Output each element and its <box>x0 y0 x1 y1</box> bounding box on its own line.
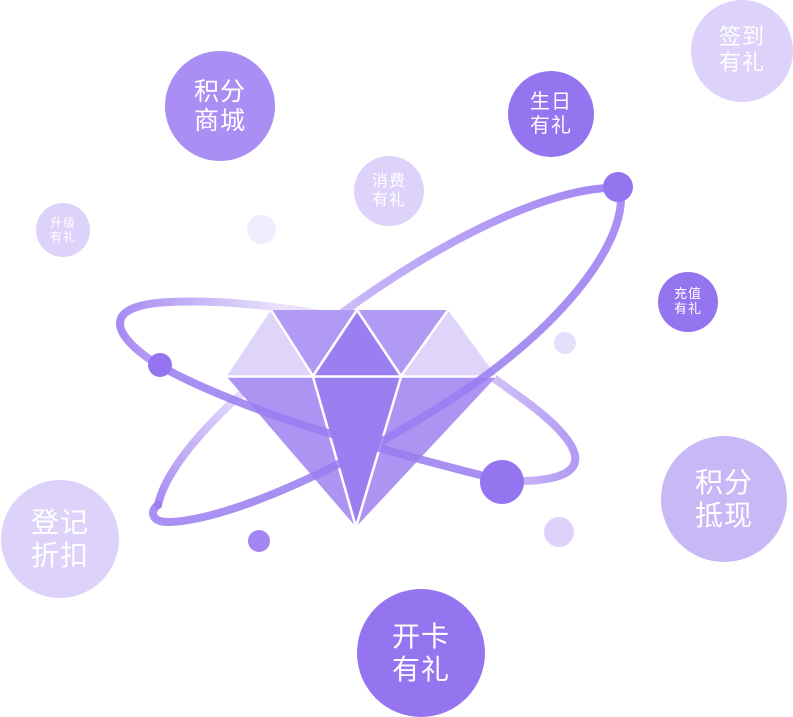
bubble-recharge-gift[interactable]: 充值 有礼 <box>658 272 718 332</box>
diamond-icon <box>227 309 496 528</box>
bubble-label-line1: 签到 <box>718 25 765 51</box>
bubble-register-discount[interactable]: 登记 折扣 <box>1 480 119 598</box>
orbit-node <box>148 353 172 377</box>
bubble-label-line1: 开卡 <box>391 619 450 653</box>
bubble-label-line1: 生日 <box>530 89 572 114</box>
decor-dot <box>544 517 574 547</box>
bubble-open-card-gift[interactable]: 开卡 有礼 <box>357 589 485 717</box>
bubble-label-line2: 有礼 <box>673 302 702 317</box>
bubble-points-mall[interactable]: 积分 商城 <box>165 51 275 161</box>
decor-dot <box>248 530 270 552</box>
bubble-label-line2: 商城 <box>193 106 246 135</box>
bubble-points-deduct[interactable]: 积分 抵现 <box>661 436 787 562</box>
bubble-birthday-gift[interactable]: 生日 有礼 <box>508 71 594 157</box>
bubble-checkin-gift[interactable]: 签到 有礼 <box>691 0 793 102</box>
bubble-label-line2: 有礼 <box>530 113 572 137</box>
bubble-label-line1: 消费 <box>371 171 406 191</box>
bubble-label-line2: 有礼 <box>49 230 76 244</box>
bubble-label-line2: 有礼 <box>371 190 406 209</box>
decor-dot <box>247 215 276 244</box>
bubble-label-line2: 有礼 <box>391 653 450 686</box>
orbit-diagonal-back <box>154 183 624 509</box>
orbit-horizontal-front <box>156 362 504 484</box>
orbit-diagonal-front <box>149 184 625 527</box>
bubble-label-line1: 充值 <box>673 286 702 302</box>
bubble-label-line1: 升级 <box>49 215 76 230</box>
bubble-label-line2: 抵现 <box>694 499 753 532</box>
bubble-label-line1: 积分 <box>694 465 753 499</box>
bubble-label-line2: 有礼 <box>718 51 765 76</box>
bubble-label-line1: 积分 <box>193 76 246 106</box>
bubble-label-line2: 折扣 <box>30 539 89 572</box>
bubble-consume-gift[interactable]: 消费 有礼 <box>354 156 424 226</box>
orbit-node <box>480 460 524 504</box>
decor-dot <box>554 332 576 354</box>
bubble-upgrade-gift[interactable]: 升级 有礼 <box>36 203 90 257</box>
bubble-label-line1: 登记 <box>30 505 89 539</box>
orbit-node <box>603 172 633 202</box>
